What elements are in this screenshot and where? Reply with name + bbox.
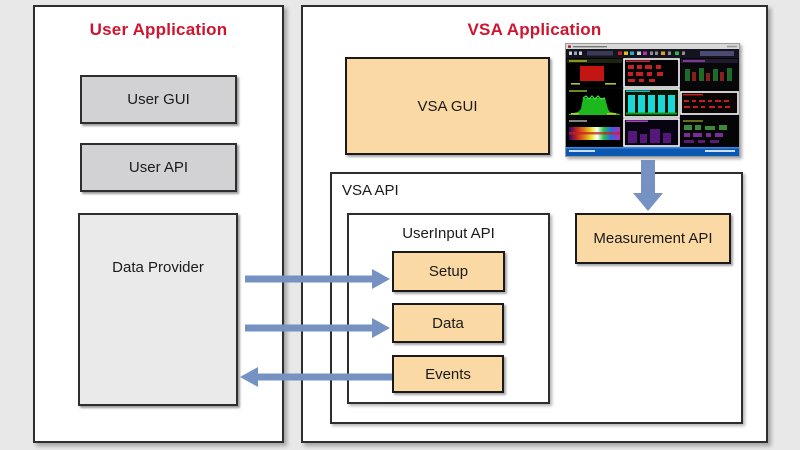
vsa-screenshot-image bbox=[565, 43, 740, 157]
user-gui-block: User GUI bbox=[80, 75, 237, 124]
setup-label: Setup bbox=[428, 263, 469, 280]
vsa-screenshot bbox=[565, 43, 740, 157]
data-provider-block: Data Provider bbox=[78, 213, 238, 406]
vsa-application-title: VSA Application bbox=[467, 20, 602, 39]
vsa-gui-block: VSA GUI bbox=[345, 57, 550, 155]
data-label: Data bbox=[432, 314, 464, 332]
events-block: Events bbox=[392, 355, 504, 393]
events-label: Events bbox=[425, 365, 471, 383]
vsa-gui-label: VSA GUI bbox=[417, 97, 478, 115]
vsa-api-label: VSA API bbox=[342, 182, 399, 199]
user-api-label: User API bbox=[128, 159, 189, 176]
user-application-title: User Application bbox=[89, 20, 228, 39]
data-block: Data bbox=[392, 303, 504, 343]
userinput-api-label: UserInput API bbox=[402, 225, 495, 242]
setup-block: Setup bbox=[392, 251, 505, 292]
measurement-api-block: Measurement API bbox=[575, 213, 731, 264]
data-provider-label: Data Provider bbox=[112, 259, 204, 276]
user-gui-label: User GUI bbox=[127, 91, 190, 108]
measurement-api-label: Measurement API bbox=[593, 230, 713, 247]
user-api-block: User API bbox=[80, 143, 237, 192]
